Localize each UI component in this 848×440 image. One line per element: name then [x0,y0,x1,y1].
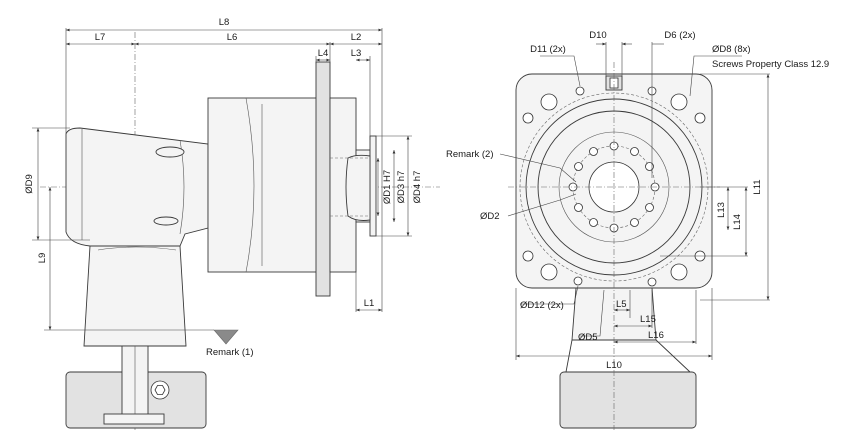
label-remark-2: Remark (2) [446,149,494,160]
shaft-key [103,413,165,425]
leader-d8 [689,55,742,97]
small-hole-top-right [694,112,706,124]
label-d11: D11 (2x) [530,44,566,55]
clamp-screw-hex [154,385,166,395]
label-l1: L1 [364,298,375,309]
front-view: D10 D11 (2x) D6 (2x) ØD8 (8x) Screws Pro… [446,30,829,430]
angle-head-body [65,127,209,247]
label-l11: L11 [752,179,763,194]
gear-housing [207,97,319,273]
bolt-hole [630,147,639,156]
bolt-circle-holes [568,141,660,233]
output-bore-section [345,154,371,221]
bolt-hole [645,203,654,212]
bolt-hole [589,147,598,156]
label-l16: L16 [648,330,664,341]
label-remark-1: Remark (1) [206,347,254,358]
label-l7: L7 [95,32,106,43]
label-l8: L8 [219,17,230,28]
front-motor-block [559,371,697,429]
lower-housing-contour [97,246,177,251]
label-d3: ØD3 h7 [396,171,407,204]
corner-hole-top-right [670,93,688,111]
bolt-hole [645,162,654,171]
label-l2: L2 [351,32,362,43]
label-d5: ØD5 [578,332,598,343]
label-d6: D6 (2x) [664,30,695,41]
vent-slot-top [155,146,185,158]
leader-d12 [520,285,579,305]
label-d12: ØD12 (2x) [520,300,564,311]
leader-d11 [540,55,581,87]
label-d8: ØD8 (8x) [712,44,751,55]
label-l14: L14 [732,214,743,230]
label-d4: ØD4 h7 [412,171,423,204]
label-d2: ØD2 [480,211,500,222]
remark-1-marker [213,329,239,345]
output-face [369,135,377,237]
label-l9: L9 [37,253,48,264]
label-l6: L6 [227,32,238,43]
vent-slot-bottom [153,216,179,226]
label-l3: L3 [351,48,362,59]
label-l15: L15 [640,314,656,325]
lower-housing [83,245,187,347]
pin-hole-top-left [575,86,585,96]
small-hole-bottom-left [522,250,534,262]
leader-remark-2 [499,153,577,183]
corner-hole-bottom-right [670,263,688,281]
housing-contour [245,97,255,273]
label-d9: ØD9 [24,174,35,194]
label-l10: L10 [606,360,622,371]
bolt-hole [574,203,583,212]
bolt-hole [630,218,639,227]
pin-hole-bottom-right [647,277,657,287]
label-d1: ØD1 H7 [382,170,393,204]
bolt-hole [574,162,583,171]
bore-hidden-lines [330,157,370,217]
label-l4: L4 [318,48,329,59]
pin-hole-bottom-left [573,276,583,286]
label-l5: L5 [616,299,627,310]
corner-hole-bottom-left [540,263,558,281]
label-screws: Screws Property Class 12.9 [712,59,829,70]
side-view: L8 L7 L6 L2 L4 L3 L1 ØD9 L9 ØD1 H7 ØD3 h… [24,17,440,430]
label-d10: D10 [589,30,606,41]
bolt-hole [589,218,598,227]
leader-d5 [580,289,605,337]
mounting-flange [315,61,331,297]
leader-d2 [507,193,577,217]
label-l13: L13 [716,202,727,218]
corner-hole-top-left [540,93,558,111]
small-hole-top-left [522,112,534,124]
